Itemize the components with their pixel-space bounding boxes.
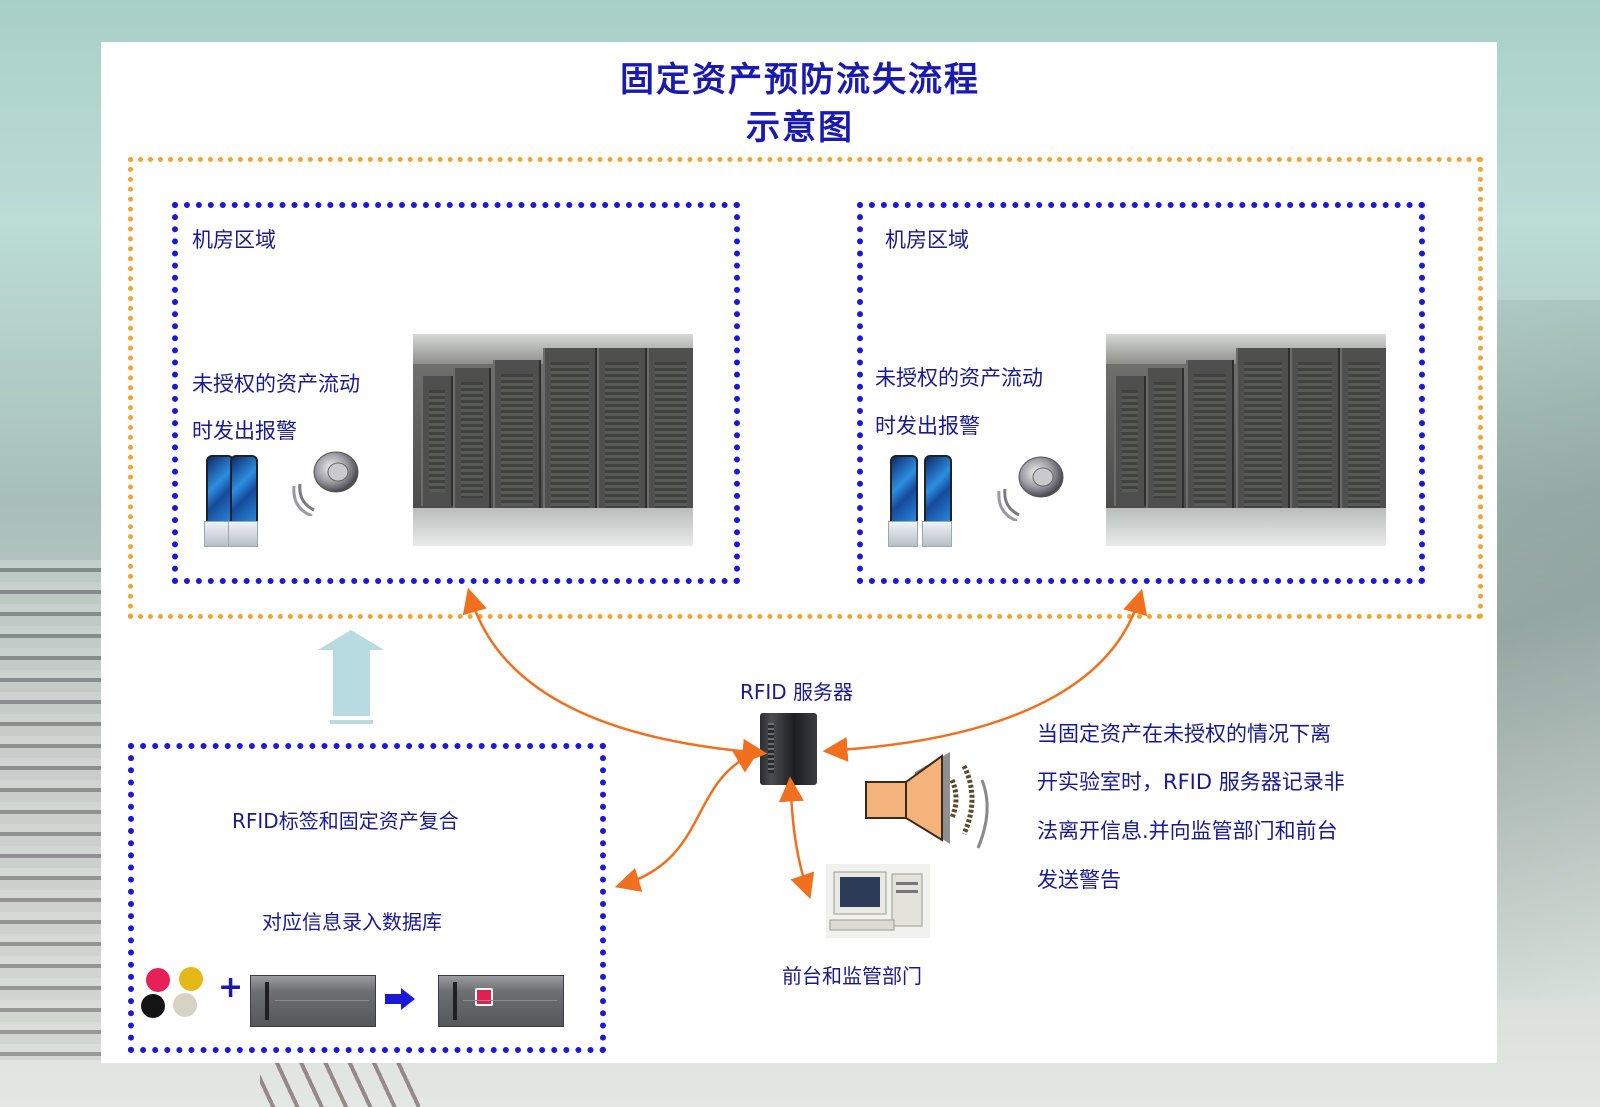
tagged-asset-server-icon [438, 975, 564, 1027]
plus-icon: + [218, 970, 244, 1005]
server-room-zone-left [172, 202, 740, 584]
alarm-text-right-1: 未授权的资产流动 [875, 366, 1043, 390]
rfid-tag-black [141, 994, 165, 1018]
rfid-gate-icon [888, 455, 918, 547]
rfid-tag-yellow [179, 967, 203, 991]
rfid-gate-icon [228, 455, 258, 547]
rfid-tag-red [146, 968, 170, 992]
server-room-photo [413, 334, 693, 546]
background-stripes [0, 560, 110, 1060]
arrow-server-to-front-desk [778, 776, 815, 900]
tagging-text-1: RFID标签和固定资产复合 [232, 809, 459, 833]
alarm-text-left-1: 未授权的资产流动 [192, 372, 360, 396]
tagging-process-box [128, 743, 606, 1053]
front-desk-computer-icon [826, 864, 930, 938]
front-desk-label: 前台和监管部门 [782, 964, 922, 988]
description-line-2: 开实验室时，RFID 服务器记录非 [1037, 770, 1345, 794]
arrow-server-to-tagging [614, 749, 761, 892]
arrow-server-to-left-room [462, 587, 768, 764]
rfid-tag-marker [475, 988, 493, 1006]
tagging-text-2: 对应信息录入数据库 [262, 910, 442, 934]
rfid-server-icon [760, 713, 817, 785]
speaker-icon [997, 456, 1064, 521]
description-line-4: 发送警告 [1037, 868, 1121, 892]
diagram-title: 固定资产预防流失流程 [620, 60, 980, 100]
server-room-photo [1106, 334, 1386, 546]
description-line-3: 法离开信息.并向监管部门和前台 [1037, 819, 1338, 843]
monitored-zone-border [128, 157, 1483, 619]
speaker-icon [292, 451, 359, 516]
alarm-text-left-2: 时发出报警 [192, 419, 297, 443]
zone-label-right: 机房区域 [885, 228, 969, 252]
right-arrow-icon [385, 988, 415, 1010]
rfid-tag-beige [173, 993, 197, 1017]
asset-server-icon [250, 975, 376, 1027]
diagram-subtitle: 示意图 [746, 108, 854, 148]
alarm-text-right-2: 时发出报警 [875, 414, 980, 438]
upload-up-arrow [318, 630, 384, 724]
server-room-zone-right [857, 202, 1425, 584]
alarm-speaker-icon [865, 752, 989, 849]
background-diagonal [1490, 300, 1600, 1000]
zone-label-left: 机房区域 [192, 228, 276, 252]
rfid-gate-icon [922, 455, 952, 547]
arrow-server-to-right-room [822, 588, 1148, 762]
